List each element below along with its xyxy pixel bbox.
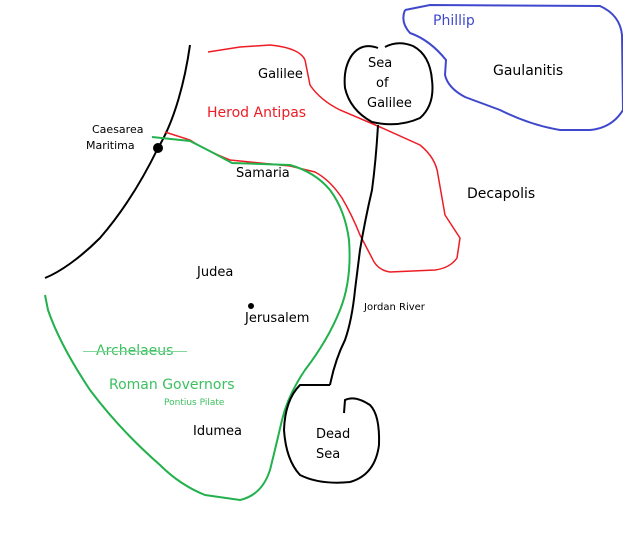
jerusalem-city-dot: [248, 303, 254, 309]
galilee-border: [164, 44, 461, 273]
label-phillip: Phillip: [433, 13, 475, 29]
label-samaria: Samaria: [236, 166, 290, 181]
label-pontius-pilate: Pontius Pilate: [164, 398, 225, 408]
coastline: [44, 44, 191, 279]
label-jerusalem: Jerusalem: [245, 311, 310, 326]
label-judea: Judea: [197, 265, 234, 280]
caesarea-city-dot: [153, 143, 163, 153]
judea-border: [44, 136, 351, 502]
label-idumea: Idumea: [193, 424, 242, 439]
archelaeus-strikethrough: [83, 351, 187, 352]
label-dead-sea-line2: Sea: [316, 447, 341, 462]
label-sea-line3: Galilee: [367, 96, 412, 111]
sea-of-galilee-shore: [343, 42, 434, 126]
label-decapolis: Decapolis: [467, 186, 536, 202]
label-jordan-river: Jordan River: [364, 302, 425, 313]
label-sea-line1: Sea: [368, 56, 393, 71]
label-roman-governors: Roman Governors: [109, 377, 235, 393]
label-galilee: Galilee: [258, 67, 303, 82]
label-sea-line2: of: [376, 76, 389, 91]
label-caesarea-line2: Maritima: [86, 139, 135, 152]
label-caesarea-line1: Caesarea: [92, 123, 144, 136]
dead-sea-shore: [282, 384, 381, 484]
label-gaulanitis: Gaulanitis: [493, 63, 564, 79]
phillip-border: [402, 3, 623, 131]
jordan-river: [329, 124, 379, 386]
label-dead-sea-line1: Dead: [316, 427, 351, 442]
label-herod-antipas: Herod Antipas: [207, 105, 307, 121]
